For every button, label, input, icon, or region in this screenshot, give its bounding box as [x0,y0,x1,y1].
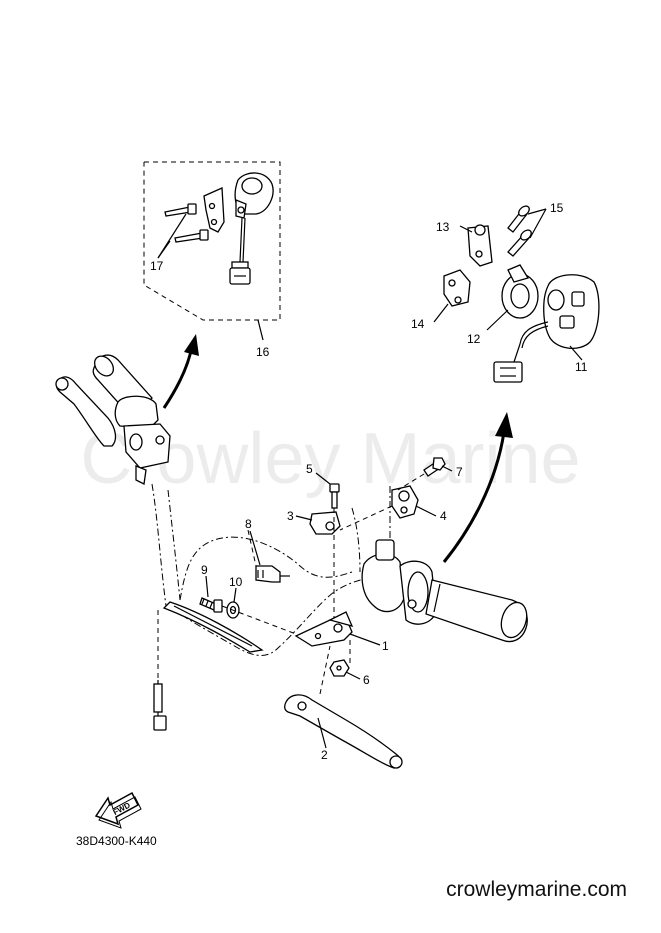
handlebar [151,483,371,731]
callout-15: 15 [550,201,564,215]
callout-17: 17 [150,259,164,273]
arrow-to-right-switch [442,412,513,563]
inset-detail-box [143,161,281,341]
callout-5: 5 [306,462,313,476]
callout-9: 9 [201,563,208,577]
callout-2: 2 [321,748,328,762]
clutch-lever-parts [199,457,453,769]
callout-6: 6 [363,673,370,687]
fwd-arrow-icon: FWD [94,791,142,829]
callout-12: 12 [467,332,481,346]
callout-3: 3 [287,509,294,523]
inset-clutch-switch-assembly [157,172,274,285]
callout-11: 11 [575,360,588,374]
callout-labels: 1 2 3 4 5 6 7 8 9 10 11 12 13 14 15 16 1… [150,201,588,762]
diagram-code: 38D4300-K440 [76,834,157,848]
website-link[interactable]: crowleymarine.com [446,878,627,901]
callout-4: 4 [440,509,447,523]
right-switch-assembly [433,205,600,383]
callout-7: 7 [456,465,463,479]
callout-16: 16 [256,345,270,359]
callout-13: 13 [436,220,450,234]
callout-14: 14 [411,317,425,331]
arrow-to-inset [162,334,199,409]
left-grip-assembly [55,354,171,485]
callout-1: 1 [382,639,389,653]
callout-8: 8 [245,517,252,531]
right-grip-assembly [351,486,528,643]
callout-10: 10 [229,575,243,589]
